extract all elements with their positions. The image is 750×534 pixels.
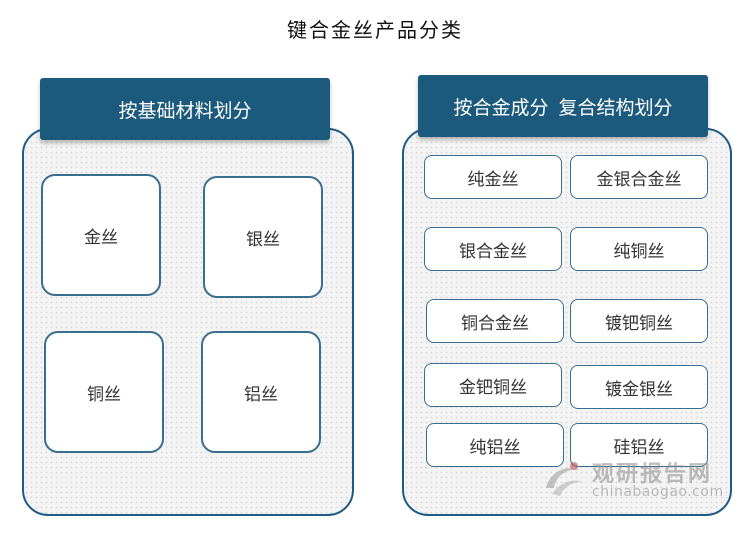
material-box-label: 银丝	[246, 229, 280, 250]
alloy-box-label: 纯金丝	[467, 169, 519, 190]
alloy-box-pure-copper: 纯铜丝	[570, 227, 708, 271]
alloy-box-copper-alloy: 铜合金丝	[426, 299, 564, 343]
alloy-box-label: 纯铝丝	[469, 437, 521, 458]
watermark: 观研报告网 chinabaogao.com	[540, 456, 740, 506]
alloy-box-pd-coated-copper: 镀钯铜丝	[570, 299, 708, 343]
material-box-aluminum: 铝丝	[201, 331, 321, 453]
alloy-composite-header-label-1: 按合金成分	[453, 96, 549, 119]
alloy-box-label: 硅铝丝	[613, 437, 665, 458]
material-box-copper: 铜丝	[44, 331, 164, 453]
alloy-box-pure-aluminum: 纯铝丝	[426, 423, 564, 467]
basic-material-header: 按基础材料划分	[40, 78, 330, 140]
alloy-box-gold-silver: 金银合金丝	[570, 155, 708, 199]
material-box-gold: 金丝	[41, 174, 161, 296]
alloy-box-label: 纯铜丝	[613, 241, 665, 262]
watermark-url: chinabaogao.com	[592, 484, 724, 500]
page-title: 键合金丝产品分类	[287, 18, 463, 42]
alloy-box-label: 金钯铜丝	[459, 377, 527, 398]
alloy-box-label: 铜合金丝	[461, 313, 529, 334]
alloy-composite-header-label-2: 复合结构划分	[558, 96, 673, 119]
alloy-box-silicon-aluminum: 硅铝丝	[570, 423, 708, 467]
alloy-box-label: 镀金银丝	[605, 379, 673, 400]
alloy-box-label: 金银合金丝	[596, 169, 682, 190]
alloy-box-pure-gold: 纯金丝	[424, 155, 562, 199]
alloy-box-silver-alloy: 银合金丝	[424, 227, 562, 271]
material-box-label: 铜丝	[87, 384, 121, 405]
basic-material-header-label: 按基础材料划分	[118, 99, 252, 122]
material-box-label: 铝丝	[244, 384, 278, 405]
material-box-silver: 银丝	[203, 176, 323, 298]
alloy-composite-header: 按合金成分复合结构划分	[418, 75, 708, 137]
alloy-box-gold-pd-copper: 金钯铜丝	[424, 363, 562, 407]
material-box-label: 金丝	[84, 227, 118, 248]
alloy-box-label: 镀钯铜丝	[605, 313, 673, 334]
alloy-box-label: 银合金丝	[459, 241, 527, 262]
watermark-name: 观研报告网	[592, 462, 713, 487]
swirl-logo-icon	[546, 462, 582, 496]
alloy-box-gold-coated-silver: 镀金银丝	[570, 365, 708, 409]
